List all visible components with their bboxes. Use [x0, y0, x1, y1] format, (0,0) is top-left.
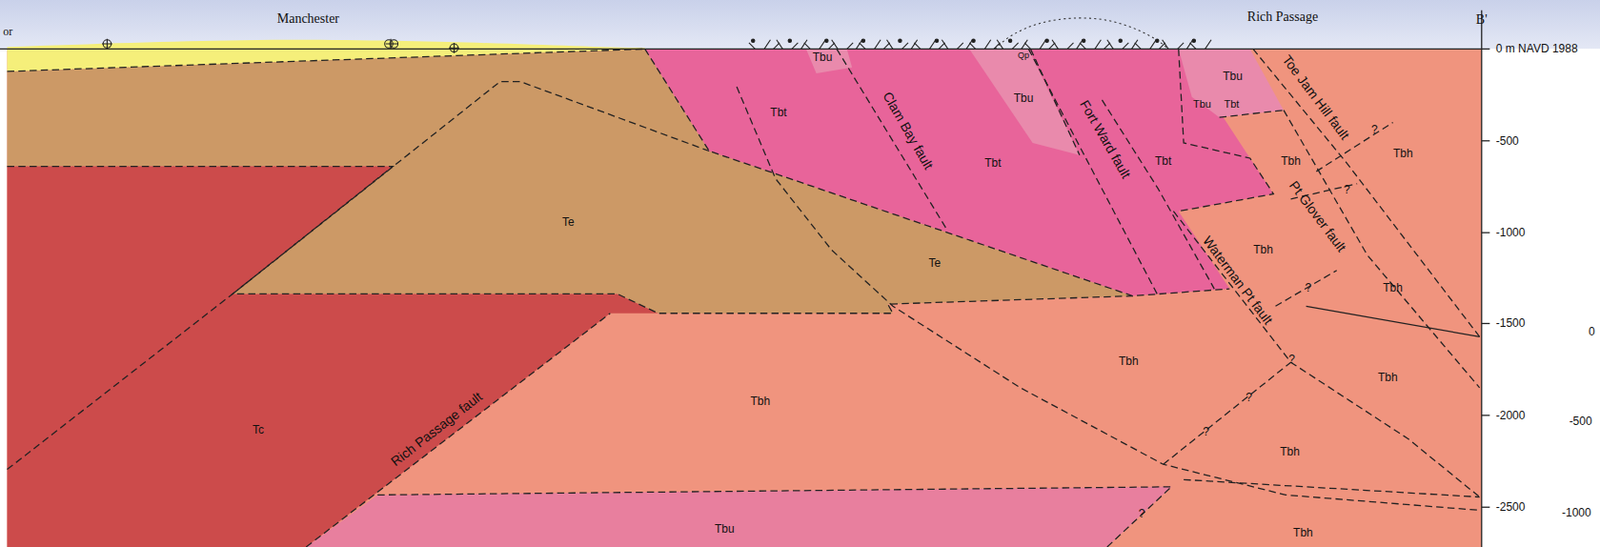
map-label: Tbu: [812, 51, 833, 63]
depth-label: -500: [1496, 135, 1519, 147]
map-label: Tbu: [1013, 92, 1034, 104]
depth-label: -1500: [1496, 317, 1526, 329]
place-label: Manchester: [277, 12, 340, 26]
dip-symbols: [749, 39, 1212, 49]
well-symbols: [101, 39, 460, 54]
map-label: Qp: [1017, 50, 1030, 60]
map-label: Tbt: [984, 157, 1001, 169]
place-label: Rich Passage: [1247, 10, 1318, 24]
map-label: Tbu: [714, 523, 735, 535]
unit-tbu: [305, 486, 1172, 547]
map-label: Tbu: [1193, 99, 1212, 110]
map-label: Tbt: [769, 106, 787, 119]
map-label: Tbt: [1223, 99, 1239, 110]
ground-surface: [0, 48, 1482, 50]
map-label: Tbh: [1377, 371, 1398, 384]
place-label: B': [1476, 13, 1488, 27]
eroded-fold: [994, 18, 1169, 50]
map-label: Tbh: [1118, 355, 1139, 367]
map-label: Tbh: [1382, 282, 1403, 294]
fault-lines: [6, 48, 1479, 547]
depth-label: -500: [1569, 415, 1593, 427]
map-label: Tbu: [1222, 70, 1243, 82]
map-label: Tbh: [749, 395, 770, 407]
depth-label: -1000: [1496, 226, 1526, 239]
map-label: ?: [1304, 282, 1312, 294]
depth-label: 0: [1588, 325, 1596, 338]
depth-label: -2500: [1496, 501, 1526, 513]
unit-tbt: [645, 48, 1275, 296]
depth-label: 0 m NAVD 1988: [1496, 42, 1579, 55]
map-label: ?: [1343, 183, 1351, 196]
map-label: ?: [1138, 507, 1146, 520]
depth-label: -1000: [1561, 506, 1592, 519]
map-label: Te: [562, 216, 575, 228]
map-label: ?: [1202, 425, 1210, 438]
map-label: Te: [929, 257, 942, 269]
depth-axis: [1481, 10, 1491, 547]
unit-tbu: [1178, 48, 1284, 118]
map-label: Tc: [252, 424, 264, 436]
map-label: ?: [1245, 391, 1253, 404]
map-label: ?: [1371, 123, 1378, 136]
map-label: Tbh: [1280, 155, 1301, 167]
map-label: Tbh: [1393, 147, 1414, 160]
map-label: ?: [1288, 353, 1296, 365]
map-label: Tbh: [1279, 445, 1300, 458]
unit-tbu: [806, 48, 852, 74]
map-label: Tbh: [1253, 243, 1274, 256]
unit-qp: [6, 40, 645, 72]
unit-tbu: [969, 48, 1080, 155]
unit-tbh: [6, 48, 1481, 547]
unit-tc: [6, 166, 658, 547]
map-label: Tbt: [1154, 155, 1172, 167]
margin: [1481, 48, 1600, 547]
map-label: Tbh: [1293, 526, 1314, 539]
depth-label: -2000: [1496, 409, 1526, 422]
place-label: or: [2, 25, 13, 38]
